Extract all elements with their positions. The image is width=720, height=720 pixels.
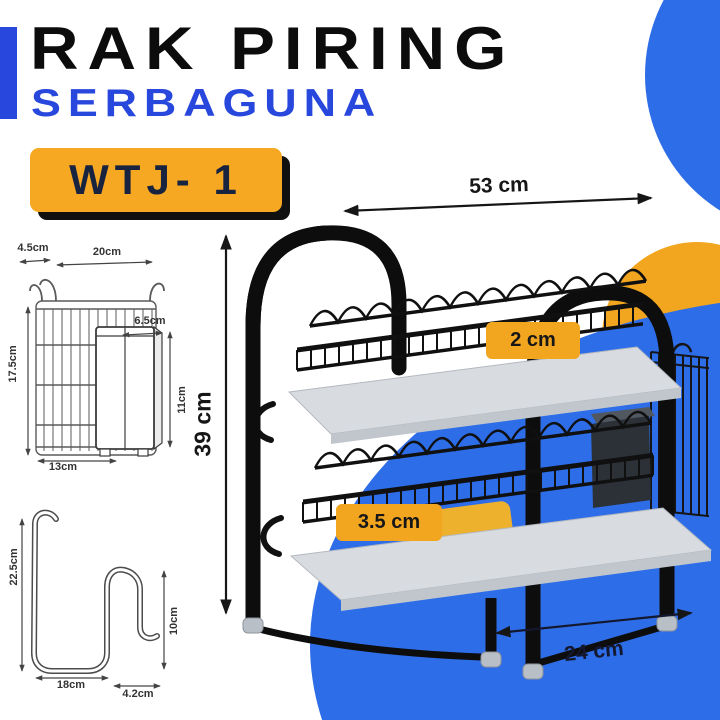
dim-label-hook-base: 18cm [56, 679, 86, 691]
rack-left-arch-front [245, 225, 335, 628]
dim-label-hook-tail-width: 4.2cm [122, 688, 154, 700]
page-title: RAK PIRING [30, 15, 516, 82]
dim-label-width: 53 cm [468, 172, 530, 199]
dim-label-cup-height: 11cm [176, 386, 188, 414]
dim-label-top-width: 20cm [92, 246, 122, 258]
dim-label-side-height: 17.5cm [7, 345, 19, 383]
dim-label-cup-top: 6.5cm [134, 315, 166, 327]
dim-label-height: 39 cm [189, 391, 216, 457]
top-drip-tray [287, 346, 683, 444]
dim-label-hook-tail-height: 10cm [168, 606, 180, 636]
utensil-cup [95, 325, 163, 457]
dim-badge-upper-tray: 2 cm [486, 322, 580, 359]
bottom-tray-handle [260, 515, 284, 557]
top-tier-front-wires [296, 301, 643, 372]
bottom-drip-tray [289, 507, 713, 611]
dim-label-bottom-width: 13cm [48, 461, 78, 473]
cup-hook-illustration [19, 509, 167, 689]
utensil-dim-arrows [19, 257, 173, 464]
dish-rack-illustration [242, 225, 713, 680]
model-badge: WTJ- 1 [30, 148, 282, 212]
dim-label-hook-depth: 4.5cm [17, 242, 49, 254]
top-tier-back-wires [308, 268, 648, 328]
dim-badge-lower-tray: 3.5 cm [336, 504, 442, 541]
hook-wire [30, 509, 160, 674]
utensil-holder-illustration [19, 257, 173, 464]
dim-label-hook-height: 22.5cm [8, 548, 20, 586]
hook-dim-arrows [19, 518, 167, 689]
page-subtitle: SERBAGUNA [31, 82, 383, 125]
title-accent-bar [0, 27, 17, 119]
bottom-tier-back-wires [313, 410, 653, 470]
